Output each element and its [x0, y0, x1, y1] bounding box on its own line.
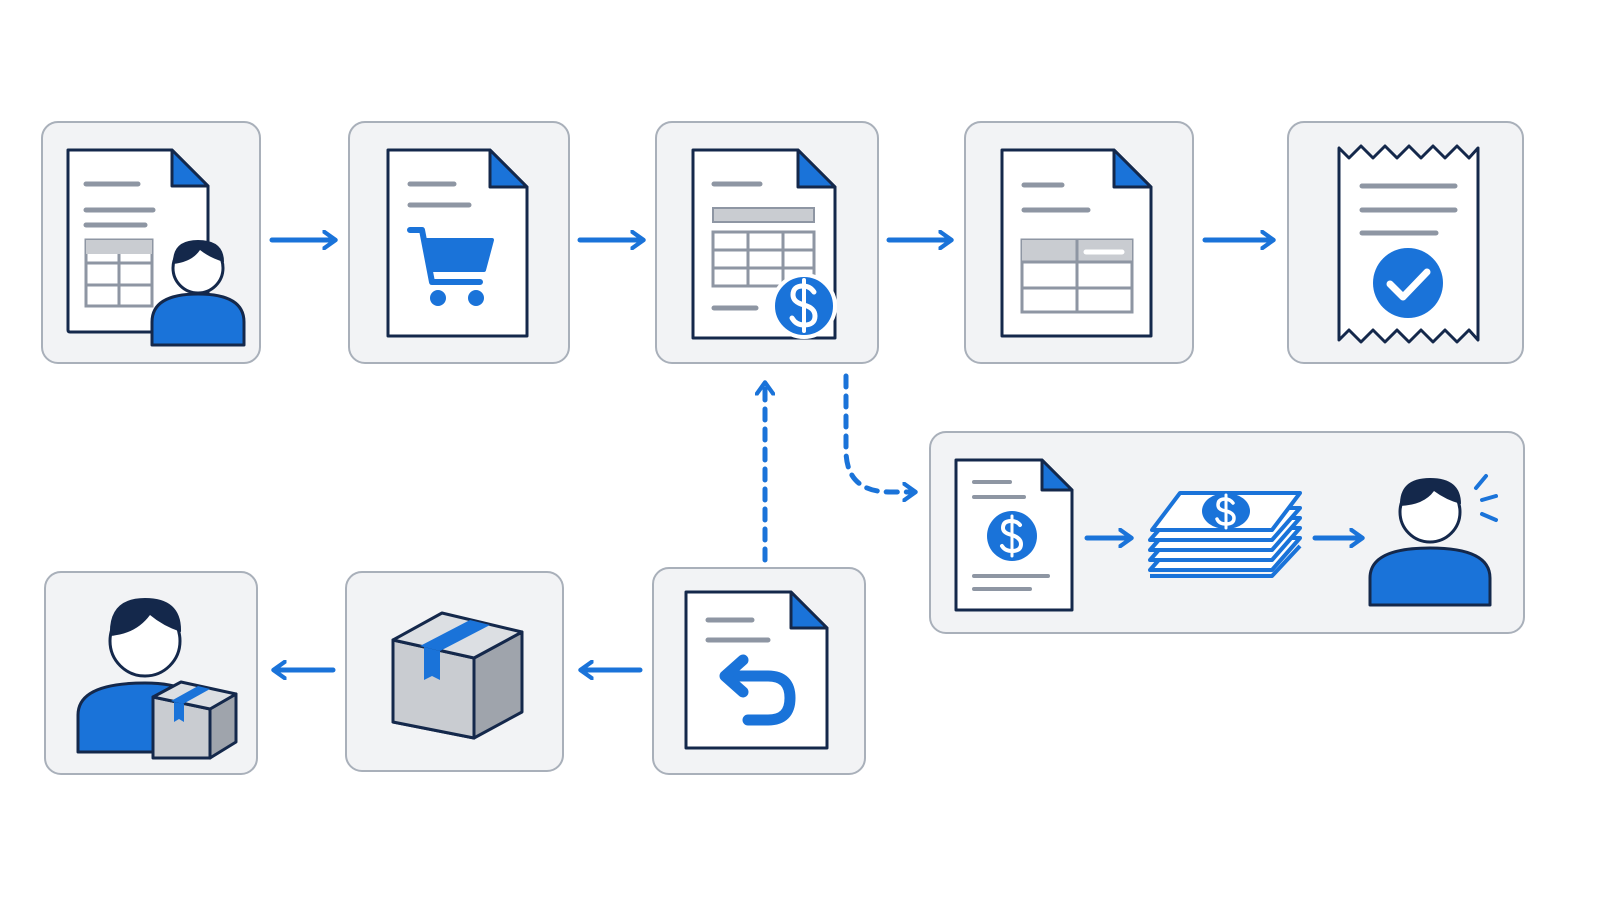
package-box-icon: [391, 611, 524, 740]
invoice-dollar-document-icon: [691, 148, 837, 340]
return-arrow-document-icon: [684, 590, 829, 750]
shopping-cart-document-icon: [386, 148, 529, 338]
checkmark-badge-icon: [1373, 248, 1443, 318]
cash-stack-icon: [1148, 491, 1302, 578]
customer-order-form-icon: [66, 148, 246, 347]
refund-process-group: [954, 458, 1498, 612]
table-document-icon: [1000, 148, 1153, 338]
customer-avatar-icon: [150, 240, 246, 347]
dollar-badge-icon: [771, 273, 837, 339]
dollar-document-icon: [954, 458, 1074, 612]
arrow-invoice-to-refund-dashed: [843, 373, 914, 492]
held-package-icon: [151, 680, 238, 760]
satisfied-customer-icon: [1368, 474, 1498, 607]
receipt-checkmark-icon: [1337, 144, 1480, 344]
shopping-cart-icon: [407, 227, 494, 306]
customer-package-icon: [76, 598, 238, 760]
return-arrow-icon: [719, 654, 796, 726]
